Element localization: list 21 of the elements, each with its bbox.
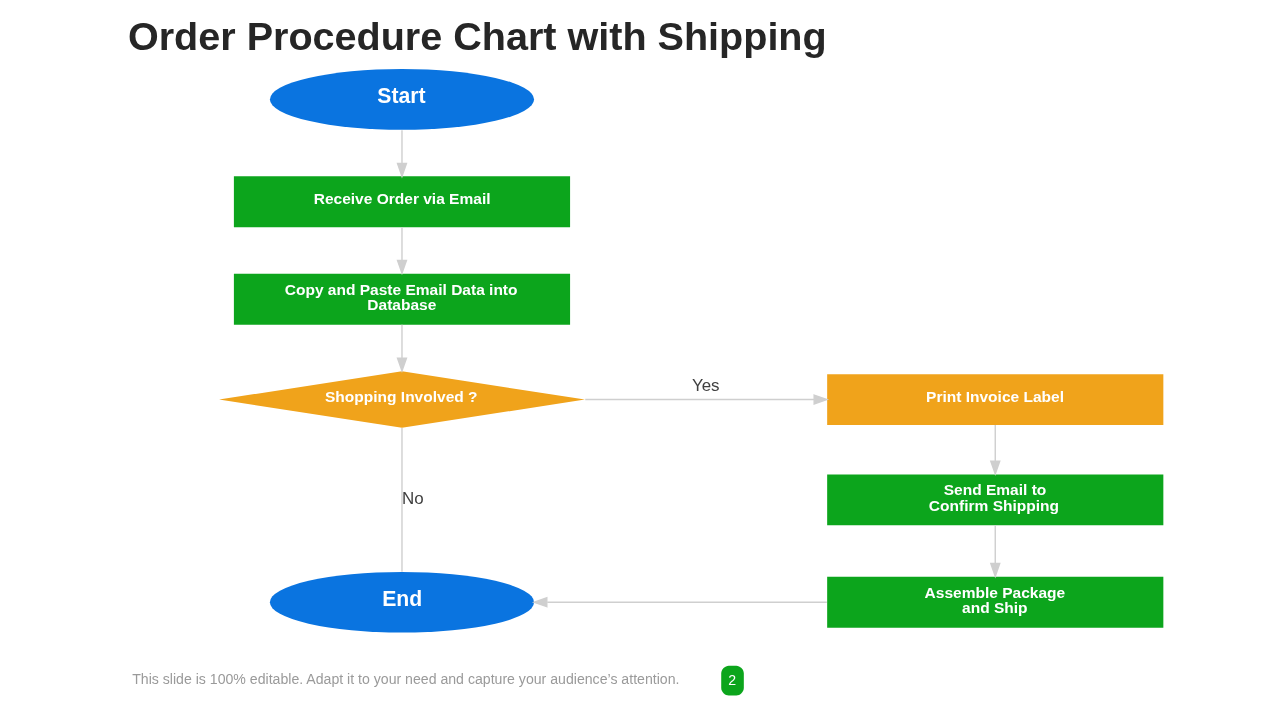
node-box: Receive Order via Email xyxy=(233,176,571,228)
arrow xyxy=(584,394,829,405)
node-box: Copy and Paste Email Data into Database xyxy=(233,273,571,325)
edge-label: Yes xyxy=(691,375,720,395)
node-box: Print Invoice Label xyxy=(827,374,1164,425)
node-box: Assemble Package and Ship xyxy=(827,576,1164,628)
edge-label: No xyxy=(401,489,424,509)
arrow xyxy=(396,226,408,276)
arrow xyxy=(396,129,408,179)
arrow xyxy=(989,524,1001,579)
arrow xyxy=(531,596,828,608)
label: This slide is 100% editable. Adapt it to your need and capture your audience’s attention. xyxy=(132,671,680,688)
connector xyxy=(401,427,403,573)
node-diamond: Shopping Involved ? xyxy=(219,371,585,428)
node-box: Send Email to Confirm Shipping xyxy=(827,474,1164,526)
arrow xyxy=(396,324,408,374)
node-ellipse: End xyxy=(269,571,535,633)
label: 2 xyxy=(728,671,737,688)
arrow xyxy=(989,424,1001,477)
node-ellipse: Start xyxy=(269,69,535,130)
diagram-title: Order Procedure Chart with Shipping xyxy=(127,13,827,58)
